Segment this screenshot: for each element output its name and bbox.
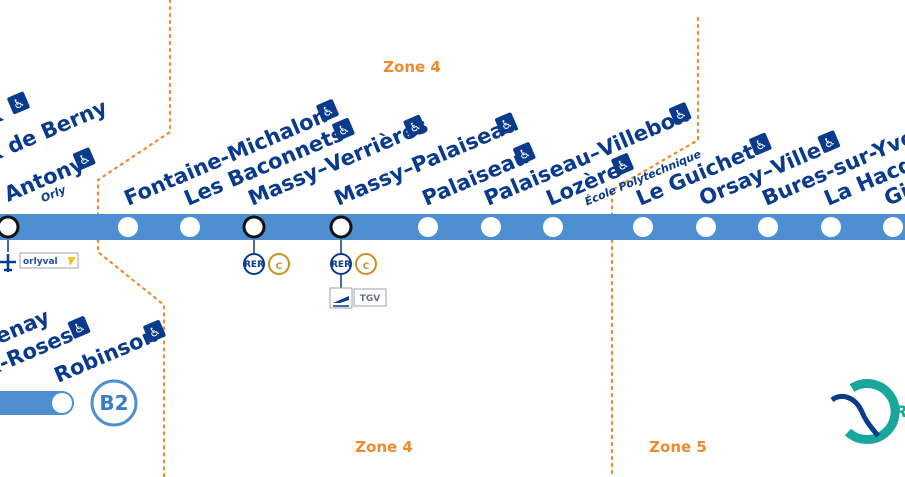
operator-logo: R [830, 379, 905, 445]
stop-massy-palaiseau[interactable] [329, 215, 353, 239]
line-c-icon: C [355, 253, 377, 275]
stop-le-guichet[interactable] [633, 217, 653, 237]
rer-icon: RER [330, 253, 352, 275]
stop-orsay-ville[interactable] [696, 217, 716, 237]
rer-label: RER [331, 260, 351, 270]
zone-label-top: Zone 4 [383, 58, 441, 76]
accessible-icon: ♿ [495, 112, 518, 135]
accessible-icon: ♿ [332, 118, 355, 141]
train-icon [329, 287, 353, 309]
connection-massy-palaiseau: RER C TGV [329, 240, 387, 309]
orlyval-badge: orlyval [19, 252, 79, 269]
rer-icon: RER [243, 253, 265, 275]
accessible-icon: ♿ [143, 320, 166, 343]
svg-text:♿: ♿ [672, 106, 689, 124]
stop-markers [0, 215, 903, 413]
accessible-icon: ♿ [513, 142, 536, 165]
stop-robinson[interactable] [52, 393, 72, 413]
stop-gif[interactable] [883, 217, 903, 237]
svg-text:♿: ♿ [320, 103, 337, 121]
svg-text:♿: ♿ [517, 146, 534, 164]
stop-lozere[interactable] [543, 217, 563, 237]
svg-text:♿: ♿ [76, 151, 93, 169]
line-b-trunk [0, 214, 905, 240]
line-b2-badge: B2 [90, 379, 138, 427]
accessible-icon: ♿ [67, 316, 91, 339]
stop-massy-verrieres[interactable] [242, 215, 266, 239]
accessible-icon: ♿ [668, 102, 692, 125]
accessible-icon: ♿ [611, 153, 634, 176]
line-c-icon: C [268, 253, 290, 275]
tgv-label: TGV [360, 294, 381, 304]
airplane-icon [0, 254, 16, 272]
accessible-icon: ♿ [316, 99, 339, 122]
svg-text:♿: ♿ [821, 134, 838, 152]
connection-massy-verrieres: RER C [243, 240, 290, 275]
stop-la-hacquiniere[interactable] [821, 217, 841, 237]
stop-palaiseau-villebon[interactable] [481, 217, 501, 237]
stop-palaiseau[interactable] [418, 217, 438, 237]
svg-text:♿: ♿ [147, 323, 164, 341]
stop-bures-sur-yvette[interactable] [758, 217, 778, 237]
zone-label-bottom-right: Zone 5 [649, 438, 707, 456]
zone-boundary-left-upper [96, 0, 172, 216]
rer-label: RER [244, 260, 264, 270]
svg-text:♿: ♿ [336, 121, 353, 139]
connection-antony: orlyval [0, 240, 79, 272]
station-name-partial-top: x [0, 102, 7, 130]
stop-fontaine-michalon[interactable] [118, 217, 138, 237]
tgv-badge: TGV [353, 288, 387, 307]
svg-text:♿: ♿ [499, 116, 516, 134]
svg-text:♿: ♿ [71, 320, 88, 338]
accessible-icon: ♿ [7, 91, 30, 115]
orlyval-label: orlyval [23, 257, 58, 267]
svg-text:♿: ♿ [753, 136, 770, 154]
svg-text:♿: ♿ [407, 118, 424, 136]
line-c-label: C [363, 262, 370, 272]
accessible-icon: ♿ [403, 114, 426, 138]
svg-text:♿: ♿ [615, 157, 632, 175]
station-label-partial-top[interactable]: x ♿ [0, 91, 33, 130]
zone-boundaries [96, 0, 700, 477]
line-b2-badge-label: B2 [99, 391, 128, 415]
accessible-icon: ♿ [817, 130, 841, 153]
stop-les-baconnets[interactable] [180, 217, 200, 237]
stop-antony[interactable] [0, 215, 20, 239]
accessible-icon: ♿ [749, 132, 772, 156]
svg-text:♿: ♿ [11, 95, 28, 113]
line-c-label: C [276, 262, 283, 272]
operator-logo-text: R [895, 402, 905, 421]
accessible-icon: ♿ [72, 147, 96, 170]
station-label-antony[interactable]: Antony Orly ♿ [1, 147, 103, 218]
zone-label-bottom-left: Zone 4 [355, 438, 413, 456]
zone-boundary-right-upper [610, 16, 700, 216]
zone-boundary-left-lower [96, 238, 166, 477]
